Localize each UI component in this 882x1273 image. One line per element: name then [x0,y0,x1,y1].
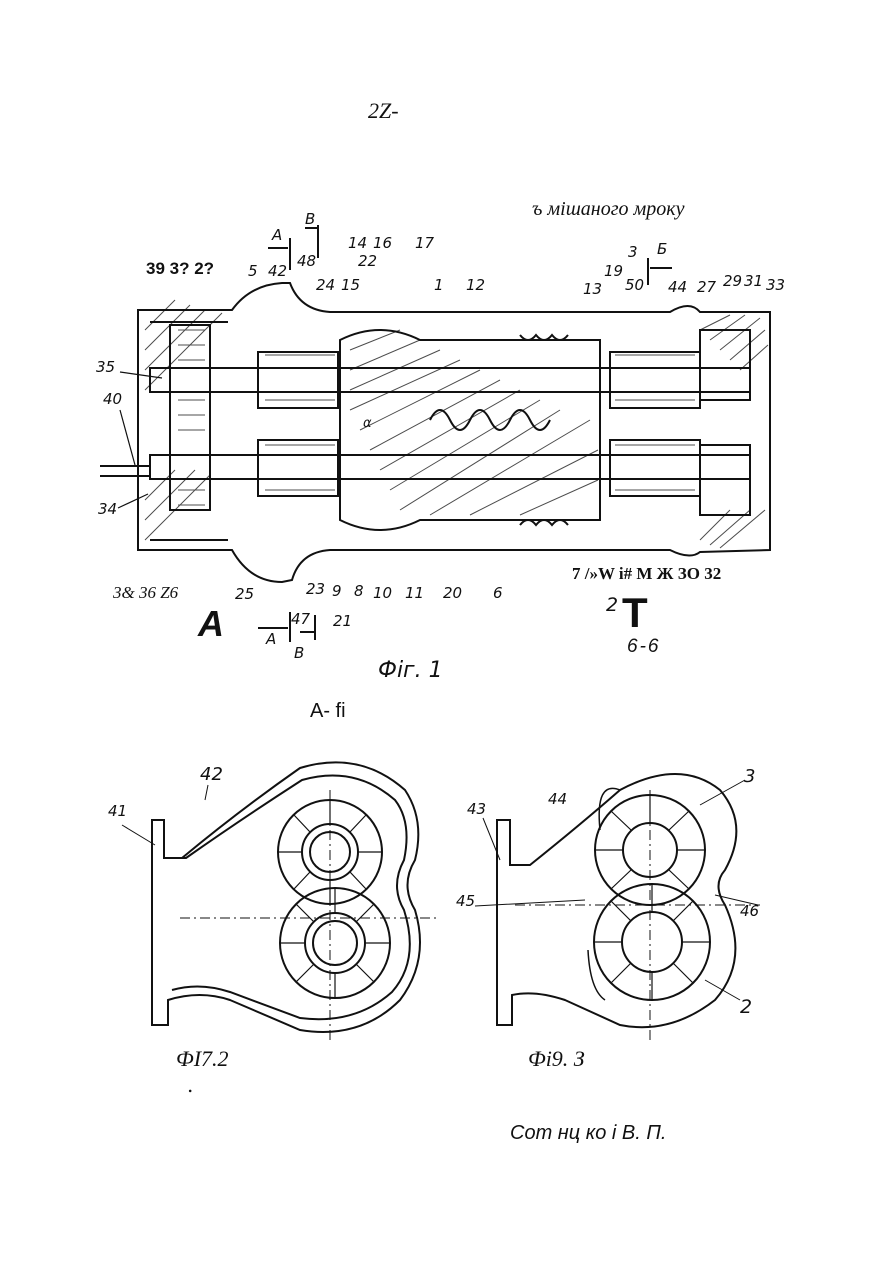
fig2-label-41: 41 [108,802,127,820]
fig3-label-44: 44 [548,790,567,808]
figure-2-caption: ФІ7.2 [176,1046,229,1072]
fig2-label-42: 42 [200,764,223,785]
fig3-label-3: 3 [744,766,755,787]
fig3-label-2: 2 [740,996,752,1018]
figure-3-caption: Фі9. З [528,1046,585,1072]
fig3-label-43: 43 [467,800,486,818]
fig3-label-46: 46 [740,902,759,920]
figure-2-dot: . [187,1073,193,1097]
author-signature: Сот нц ко і В. П. [510,1122,666,1145]
fig3-label-45: 45 [456,892,475,910]
